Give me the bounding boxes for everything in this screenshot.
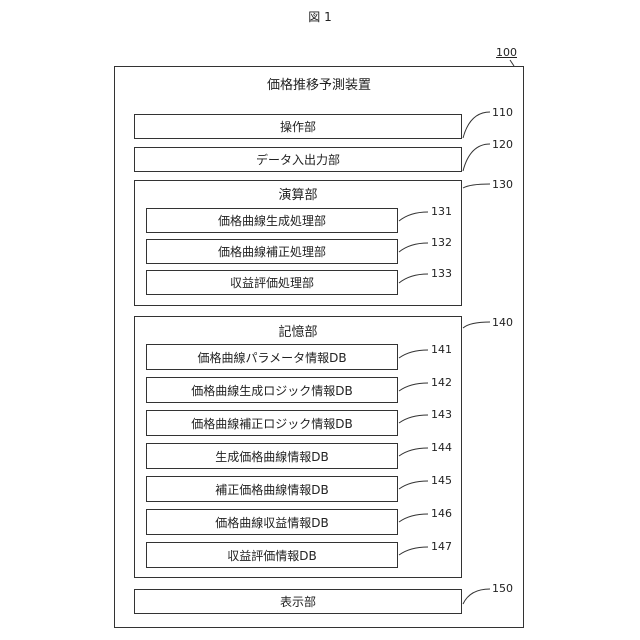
leader-line-133	[399, 274, 428, 283]
leader-line-150	[463, 589, 490, 604]
leader-line-142	[399, 383, 428, 391]
leader-line-145	[399, 481, 428, 489]
leader-line-132	[399, 243, 428, 252]
leader-line-130	[463, 184, 490, 188]
leader-line-144	[399, 448, 428, 456]
leader-line-100	[510, 60, 514, 66]
leader-line-140	[463, 322, 490, 328]
leader-line-110	[463, 112, 490, 138]
leader-line-146	[399, 514, 428, 522]
leader-line-141	[399, 350, 428, 358]
leader-line-120	[463, 144, 490, 171]
leader-line-147	[399, 547, 428, 555]
leader-line-143	[399, 415, 428, 423]
leader-line-131	[399, 212, 428, 221]
